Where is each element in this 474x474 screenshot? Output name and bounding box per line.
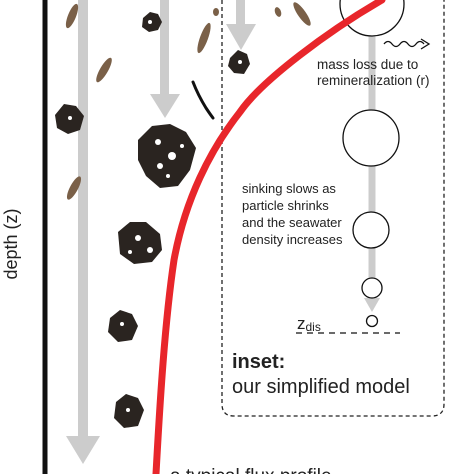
sinking-label-line3: and the seawater (242, 215, 342, 230)
inset-particle-dissolving (365, 314, 379, 328)
inset-particle-medium (342, 109, 400, 167)
remineralization-label-line2: remineralization (r) (317, 73, 430, 88)
depth-axis-label: depth (z) (1, 208, 21, 279)
sinking-label-line1: sinking slows as (242, 181, 336, 196)
zdis-symbol: z (297, 314, 306, 333)
flux-profile-label: a typical flux profile (170, 466, 332, 474)
aggregate (55, 104, 84, 134)
aggregate (138, 124, 196, 188)
sinking-arrow-3-shaft (236, 0, 245, 24)
fecal-pellets (65, 2, 311, 200)
sinking-label-line4: density increases (242, 232, 343, 247)
zdis-subscript: dis (306, 320, 321, 334)
fecal-pellet (66, 176, 82, 200)
inset-border (221, 0, 445, 417)
aggregate (142, 12, 162, 32)
aggregate (118, 222, 162, 264)
flux-profile-curve (152, 0, 386, 474)
inset-subtitle: our simplified model (232, 376, 410, 398)
aggregate (228, 50, 250, 74)
sinking-arrow-2-head (150, 94, 180, 118)
zdis-label: zdis (297, 314, 321, 334)
fecal-pellet (65, 3, 79, 29)
fecal-pellet (213, 8, 219, 16)
sinking-arrow-2-shaft (160, 0, 169, 96)
sinking-arrow-3-head (226, 24, 256, 50)
remineralization-label-line1: mass loss due to (317, 57, 418, 72)
fecal-pellet (96, 57, 112, 83)
fecal-pellet (197, 22, 211, 54)
inset-particle-tiny (361, 277, 383, 299)
sinking-arrows (66, 0, 256, 464)
inset-particle-small (352, 211, 390, 249)
sinking-label-line2: particle shrinks (242, 198, 329, 213)
sinking-arrow-1-head (66, 436, 100, 464)
fecal-pellet (293, 2, 311, 26)
remineralization-arrow (383, 38, 431, 50)
fecal-pellet (274, 7, 282, 17)
marine-snow-aggregates (55, 12, 250, 428)
aggregate (108, 310, 138, 342)
inset-particles (339, 0, 405, 328)
sinking-arrow-1-shaft (78, 0, 88, 436)
aggregate (114, 394, 144, 428)
thin-fiber (191, 80, 215, 120)
inset-particle-large (339, 0, 405, 37)
inset-title: inset: (232, 351, 285, 373)
